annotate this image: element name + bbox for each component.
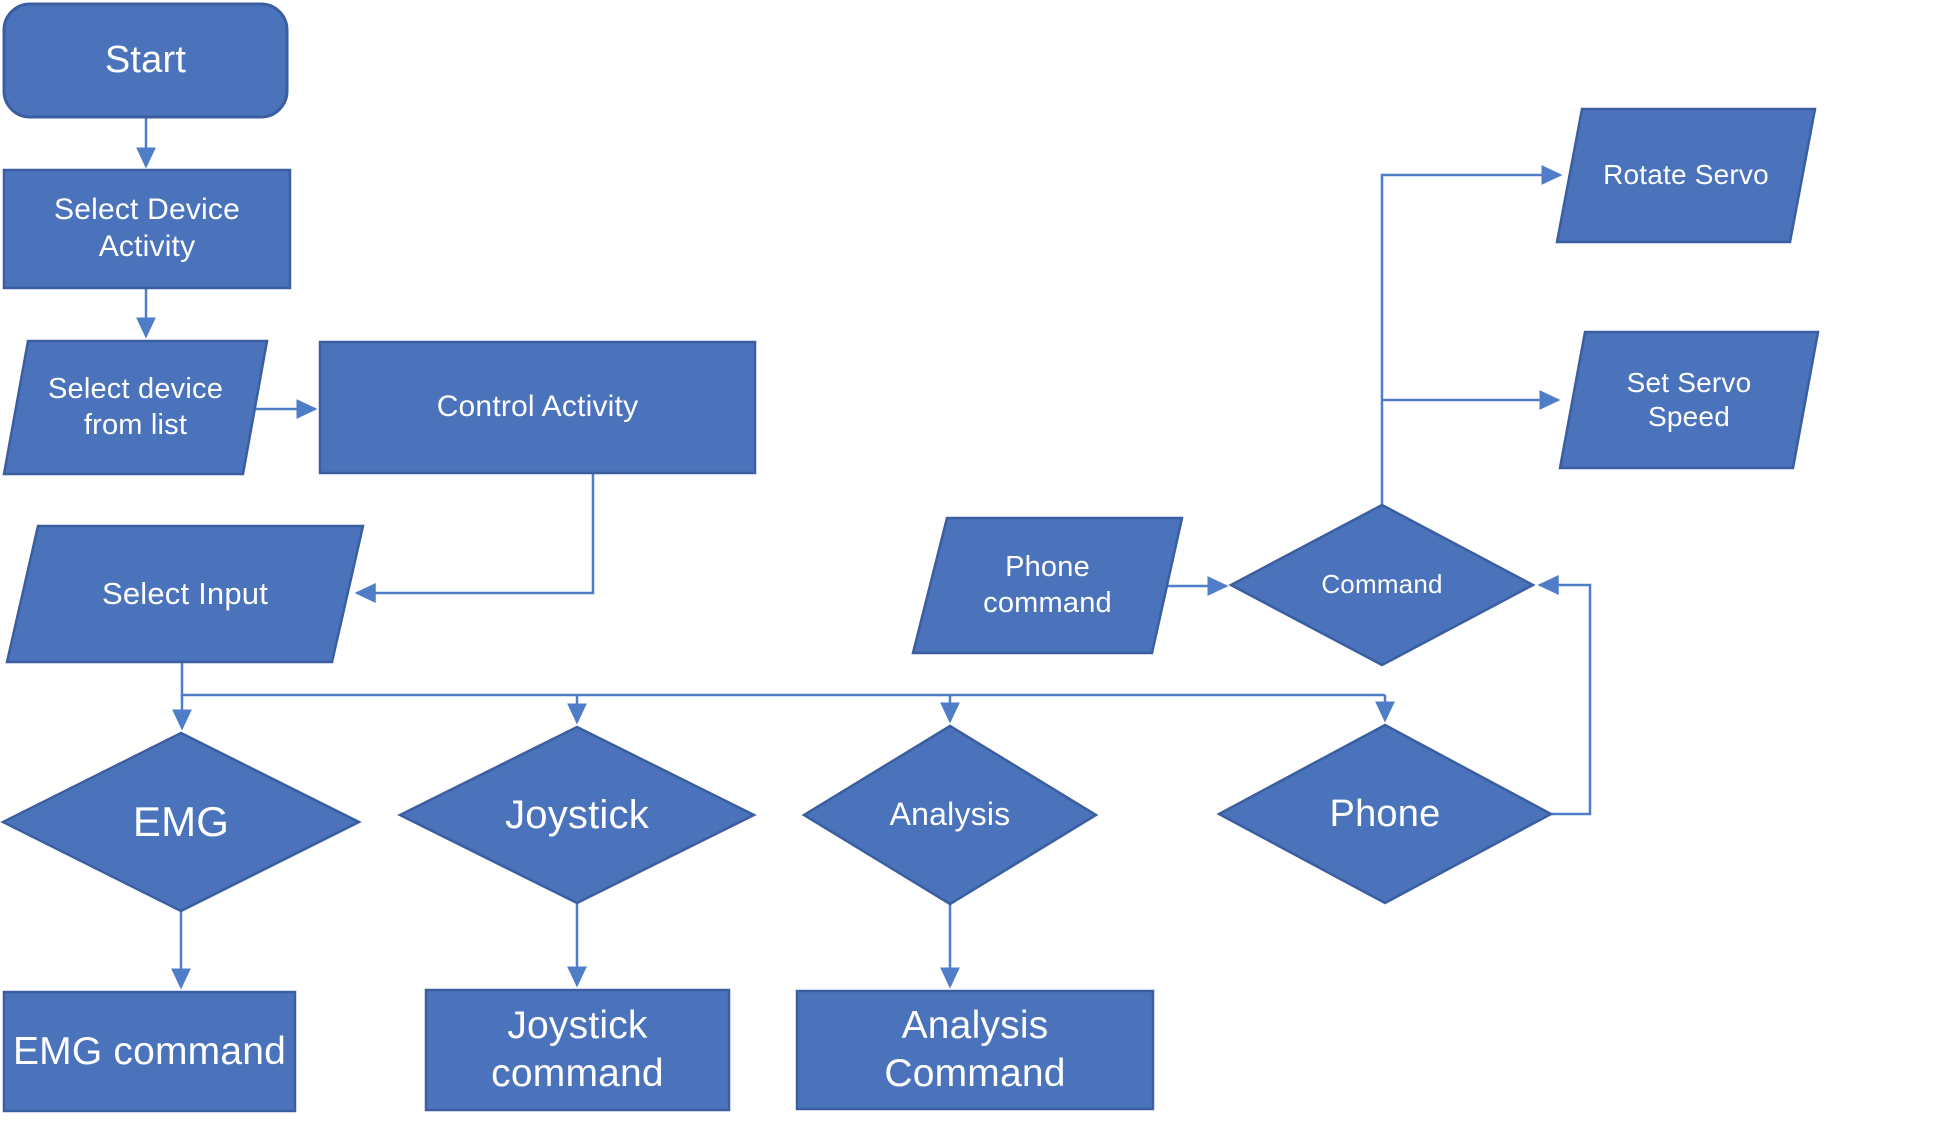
node-start-shape: [2, 2, 289, 119]
node-command-shape: [1228, 503, 1536, 667]
node-phone-shape: [1216, 723, 1554, 905]
node-joystick-shape: [397, 725, 757, 905]
node-analysis-command-shape: [795, 989, 1155, 1111]
node-select-input-shape: [5, 524, 365, 664]
node-set-servo-speed-shape: [1558, 330, 1820, 470]
node-emg-command-shape: [2, 990, 297, 1113]
node-phone-command-shape: [911, 516, 1184, 655]
edge-control-activity-to-select-input: [354, 473, 595, 603]
node-control-activity-shape: [318, 340, 757, 475]
node-analysis-shape: [801, 724, 1099, 906]
edge-phone-to-command-feedback: [1537, 575, 1592, 816]
edge-select-input-trunk: [180, 662, 1385, 697]
node-emg-shape: [0, 731, 362, 913]
node-rotate-servo-shape: [1555, 107, 1817, 244]
node-select-device-from-list-shape: [2, 339, 269, 476]
edge-command-to-rotate-servo: [1380, 165, 1563, 506]
node-select-device-activity-shape: [2, 168, 292, 290]
node-joystick-command-shape: [424, 988, 731, 1112]
